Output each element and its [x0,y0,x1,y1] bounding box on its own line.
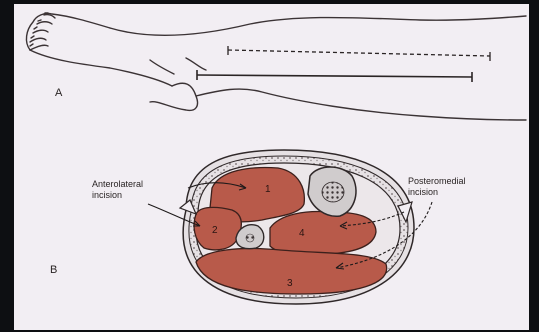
tibia-marrow [322,182,344,202]
panel-a-label: A [55,87,63,99]
compartment-1-number: 1 [265,184,271,195]
compartment-3-number: 3 [287,278,293,289]
posteromedial-incision-line [228,46,490,61]
anterolateral-label-line2: incision [92,190,122,200]
fibula-marrow [246,234,254,242]
posteromedial-label-line2: incision [408,187,438,197]
cross-section [183,150,414,304]
compartment-4 [270,212,376,256]
posteromedial-label-line1: Posteromedial [408,176,466,186]
compartment-2 [194,207,241,249]
anterolateral-label-line1: Anterolateral [92,179,143,189]
anterolateral-incision-line [197,70,472,82]
compartment-2-number: 2 [212,225,218,236]
compartment-4-number: 4 [299,228,305,239]
toes-outline [26,13,110,50]
leg-top-outline [110,16,526,35]
sole-outline [30,50,172,86]
calf-outline [196,89,526,120]
leg-drawing [26,13,526,120]
panel-b-label: B [50,264,57,276]
heel-outline [150,83,198,110]
